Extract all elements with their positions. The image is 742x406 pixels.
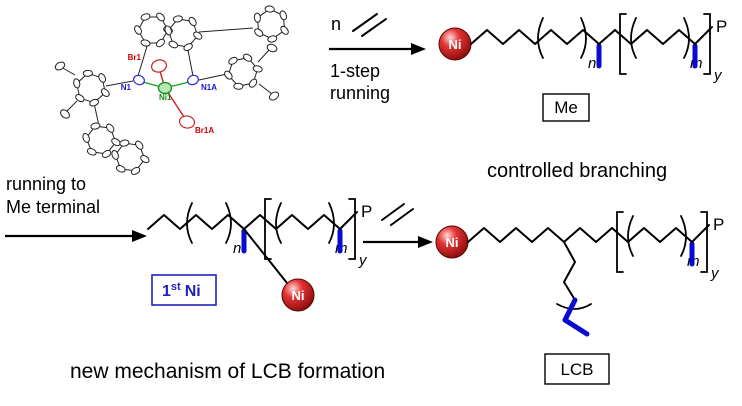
open-paren [537,17,544,59]
reaction-step-1: n 1-step running [329,13,426,103]
ni-chain-bond [243,228,288,284]
ethylene-icon [352,13,387,37]
subscript-n: n [588,55,596,72]
crystal-framework-bonds [60,27,273,127]
arrow-right-icon [5,230,147,242]
branch-end-bond [562,297,590,337]
atom-label-br1a: Br1A [195,126,214,135]
close-bracket [703,13,711,75]
close-paren [580,17,587,59]
subscript-y: y [710,265,720,282]
polymer-backbone [598,29,616,45]
atom-label-n1a: N1A [201,83,217,92]
ni-label: Ni [292,288,305,303]
branch-paren [556,303,592,310]
caption-controlled-branching: controlled branching [487,160,668,182]
reaction-text-line2: running [330,83,390,103]
reaction-text-line2: Me terminal [6,197,100,217]
polymer-backbone [147,214,245,230]
polymer-backbone [339,211,358,230]
polymer-end-label: P [713,215,724,234]
reaction-text-line1: 1-step [330,61,380,81]
open-bracket [619,13,627,75]
subscript-y: y [358,252,368,269]
reaction-step-2: running to Me terminal [5,174,147,242]
arrow-right-icon [329,43,426,55]
polymer-backbone [467,227,613,243]
crystal-methyl-atoms [54,43,280,119]
polymer-end-label: P [361,202,372,221]
polymer-backbone [470,29,600,45]
atom-label-br1: Br1 [128,53,142,62]
ni-sphere: Ni [438,27,472,61]
polymer-end-label: P [716,17,727,36]
long-branch-bond [563,241,576,301]
open-paren [627,215,634,257]
caption-bottom: new mechanism of LCB formation [70,360,386,383]
me-tag-label: Me [554,98,578,117]
arrow-right-icon [363,236,433,248]
polymer-structure-me: Ni n m y P Me [438,13,727,122]
polymer-backbone [259,214,341,230]
close-paren [328,202,335,244]
close-paren [225,202,232,244]
open-bracket [264,198,272,260]
open-paren [275,202,282,244]
crystal-structure-ortep: Br1 N1 Ni1 N1A Br1A [54,0,298,178]
close-paren [683,17,690,59]
ni-sphere: Ni [435,225,469,259]
crystal-hetero-atoms [133,59,199,129]
reaction-step-3 [363,203,433,248]
polymer-backbone [691,224,710,243]
close-bracket [348,198,356,260]
open-paren [186,202,193,244]
atom-label-n1: N1 [121,83,132,92]
close-paren [680,215,687,257]
subscript-n: n [233,240,241,257]
lcb-tag-label: LCB [560,360,593,379]
crystal-rings [65,0,298,178]
polymer-backbone [694,26,713,45]
reaction-text-line1: running to [6,174,86,194]
ni-label: Ni [449,37,462,52]
me-tag-box: Me [542,93,590,122]
atom-label-ni1: Ni1 [159,93,172,102]
ethylene-icon [381,203,414,226]
subscript-y: y [713,67,723,84]
polymer-structure-lcb: Ni m y P LCB [435,211,724,385]
ni-sphere: Ni [281,278,315,312]
equiv-label: n [331,14,341,34]
ni-label: Ni [446,235,459,250]
open-paren [630,17,637,59]
lcb-tag-box: LCB [544,353,610,385]
open-bracket [616,211,624,273]
polymer-backbone [614,29,696,45]
close-bracket [700,211,708,273]
polymer-backbone [243,214,261,230]
polymer-backbone [611,227,693,243]
